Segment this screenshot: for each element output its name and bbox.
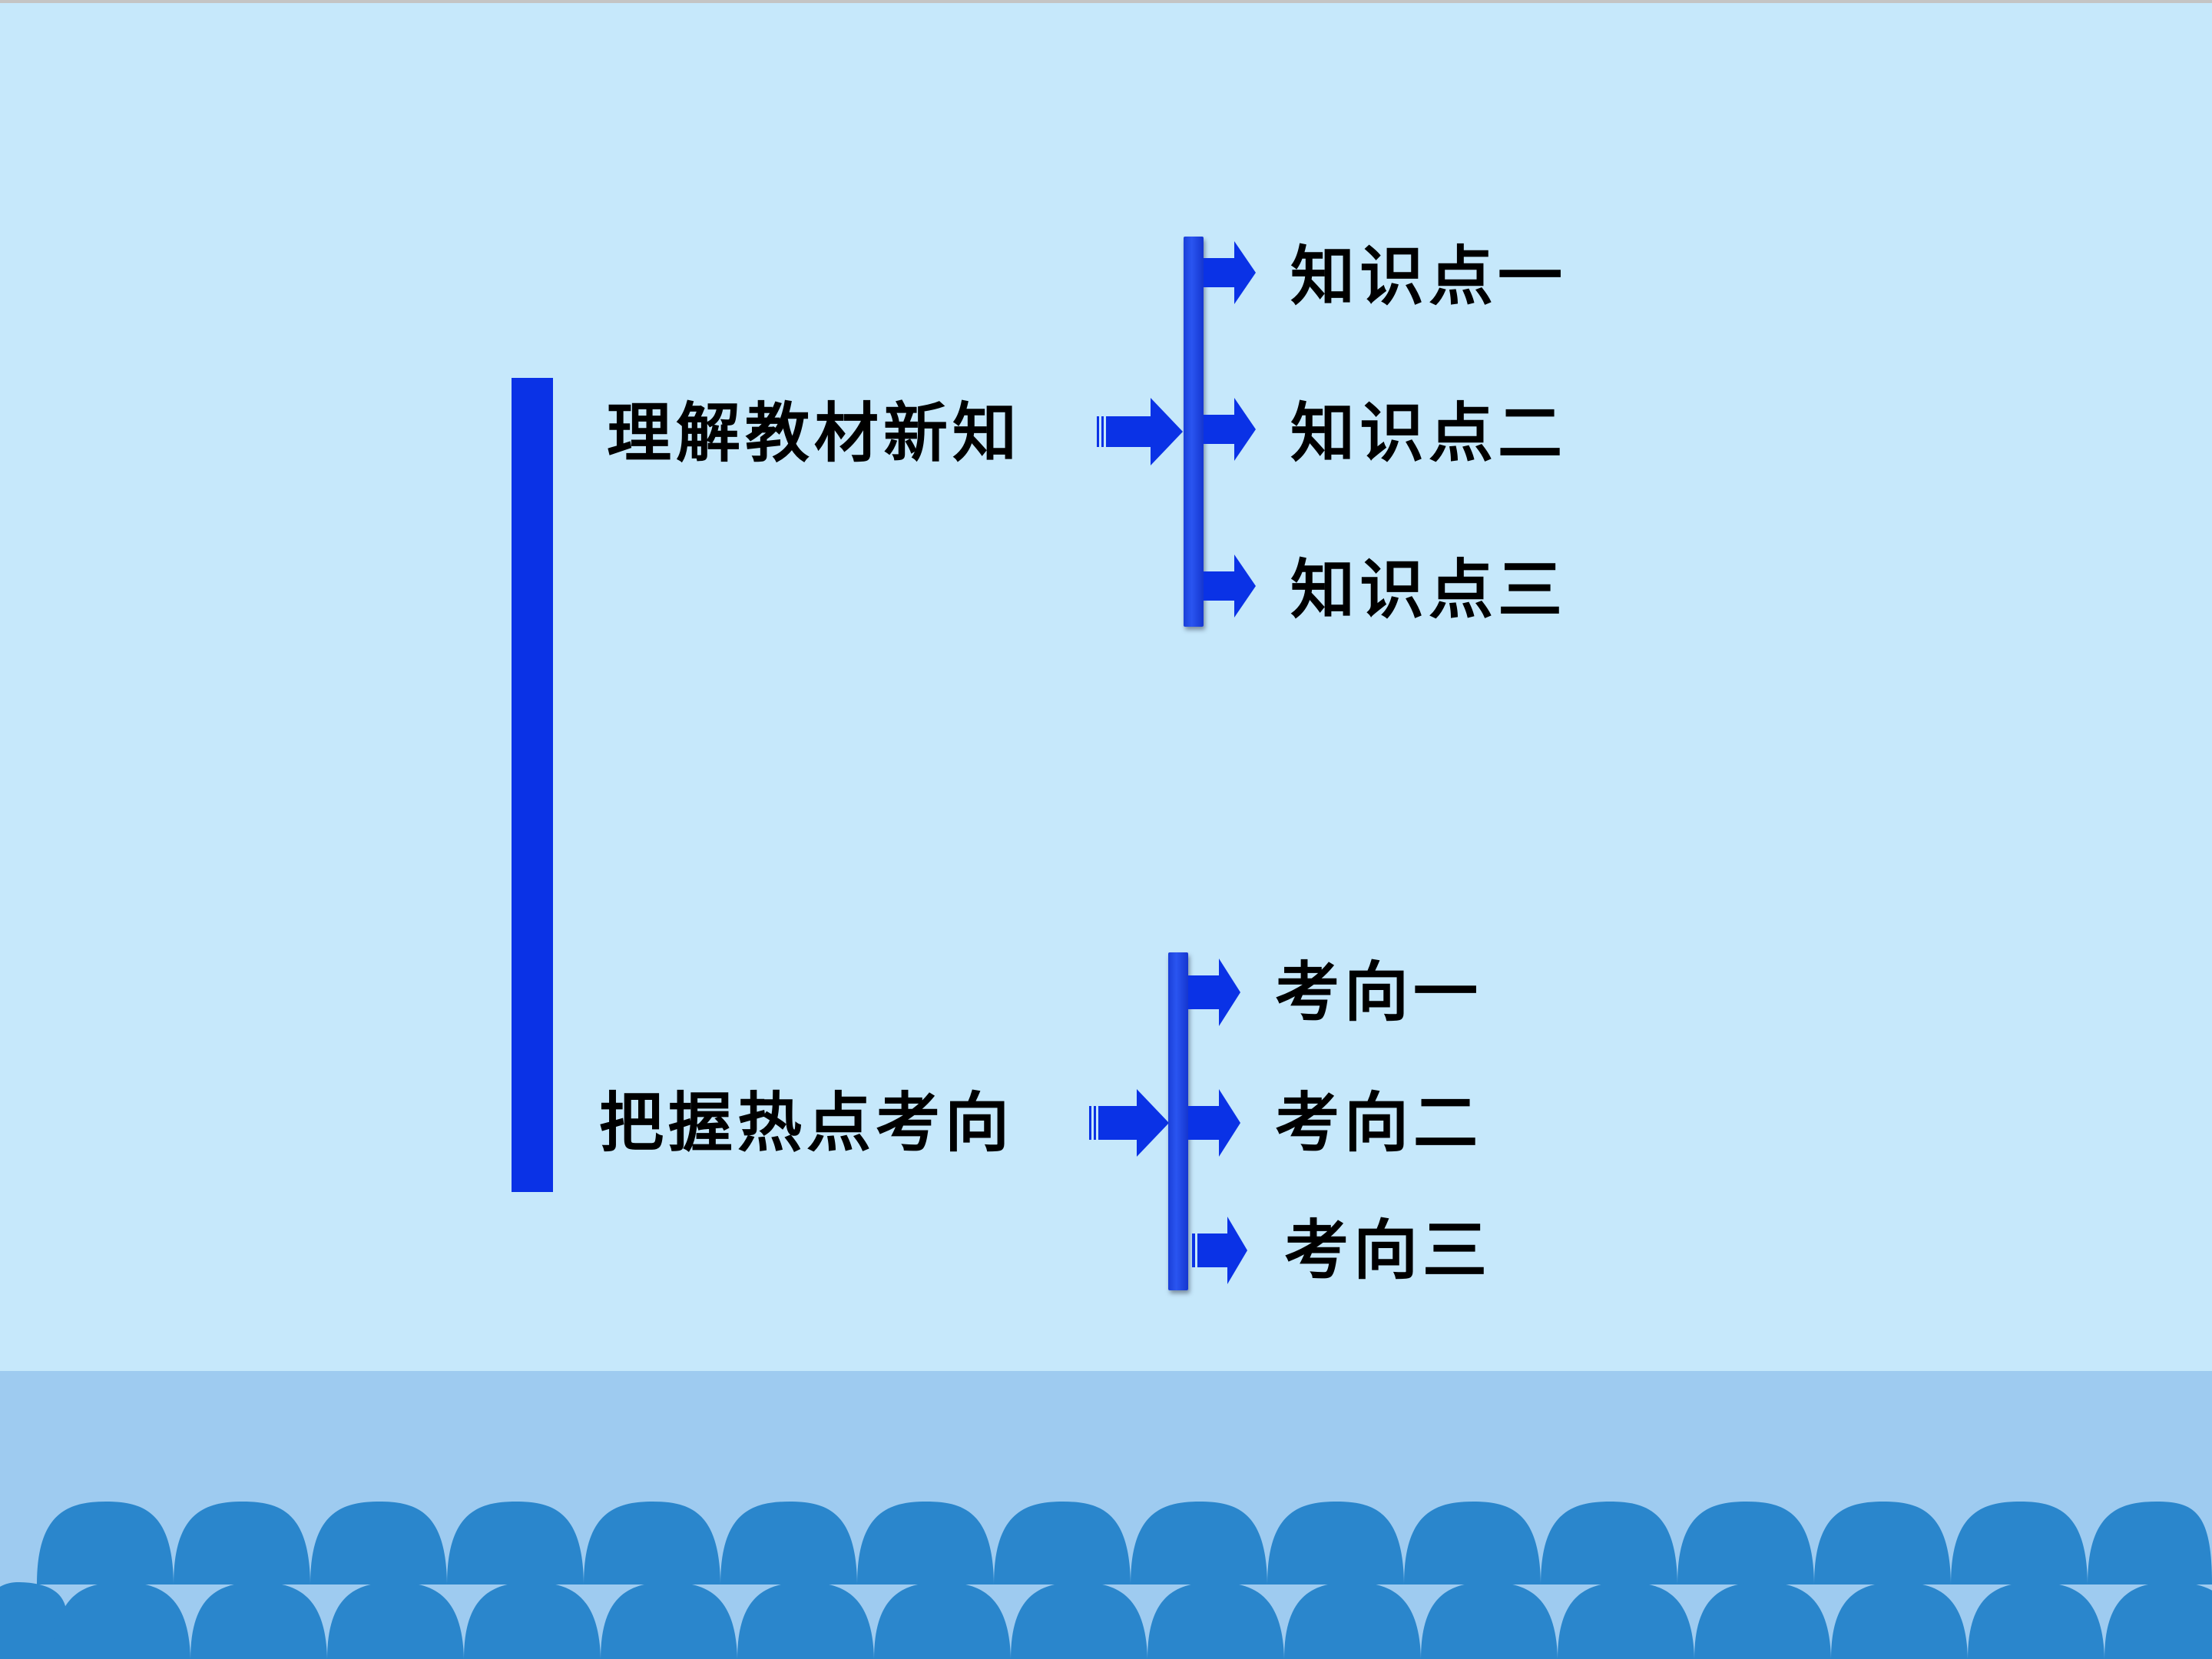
exam-trend-1[interactable]: 考向一 (1275, 954, 1483, 1030)
main-vertical-bar (512, 378, 553, 1192)
dome-pattern-decoration (0, 1502, 2212, 1659)
arrow-right-icon (1188, 959, 1240, 1026)
arrow-right-icon (1204, 398, 1256, 461)
arrow-right-icon (1204, 555, 1256, 618)
arrow-right-icon (1097, 398, 1183, 465)
branch-rod-knowledge (1184, 237, 1204, 627)
exam-trend-3[interactable]: 考向三 (1284, 1212, 1492, 1288)
group-title-understand-textbook[interactable]: 理解教材新知 (607, 395, 1022, 471)
arrow-right-icon (1204, 241, 1256, 304)
knowledge-point-3[interactable]: 知识点三 (1290, 551, 1568, 628)
arrow-right-icon (1188, 1089, 1240, 1157)
top-border (0, 0, 2212, 3)
group-title-hot-topics[interactable]: 把握热点考向 (599, 1084, 1015, 1161)
knowledge-point-1[interactable]: 知识点一 (1290, 238, 1568, 314)
knowledge-point-2[interactable]: 知识点二 (1290, 395, 1568, 471)
exam-trend-2[interactable]: 考向二 (1275, 1084, 1483, 1161)
arrow-right-icon (1089, 1089, 1169, 1157)
branch-rod-exam-trends (1168, 952, 1188, 1290)
arrow-right-icon (1192, 1217, 1247, 1284)
